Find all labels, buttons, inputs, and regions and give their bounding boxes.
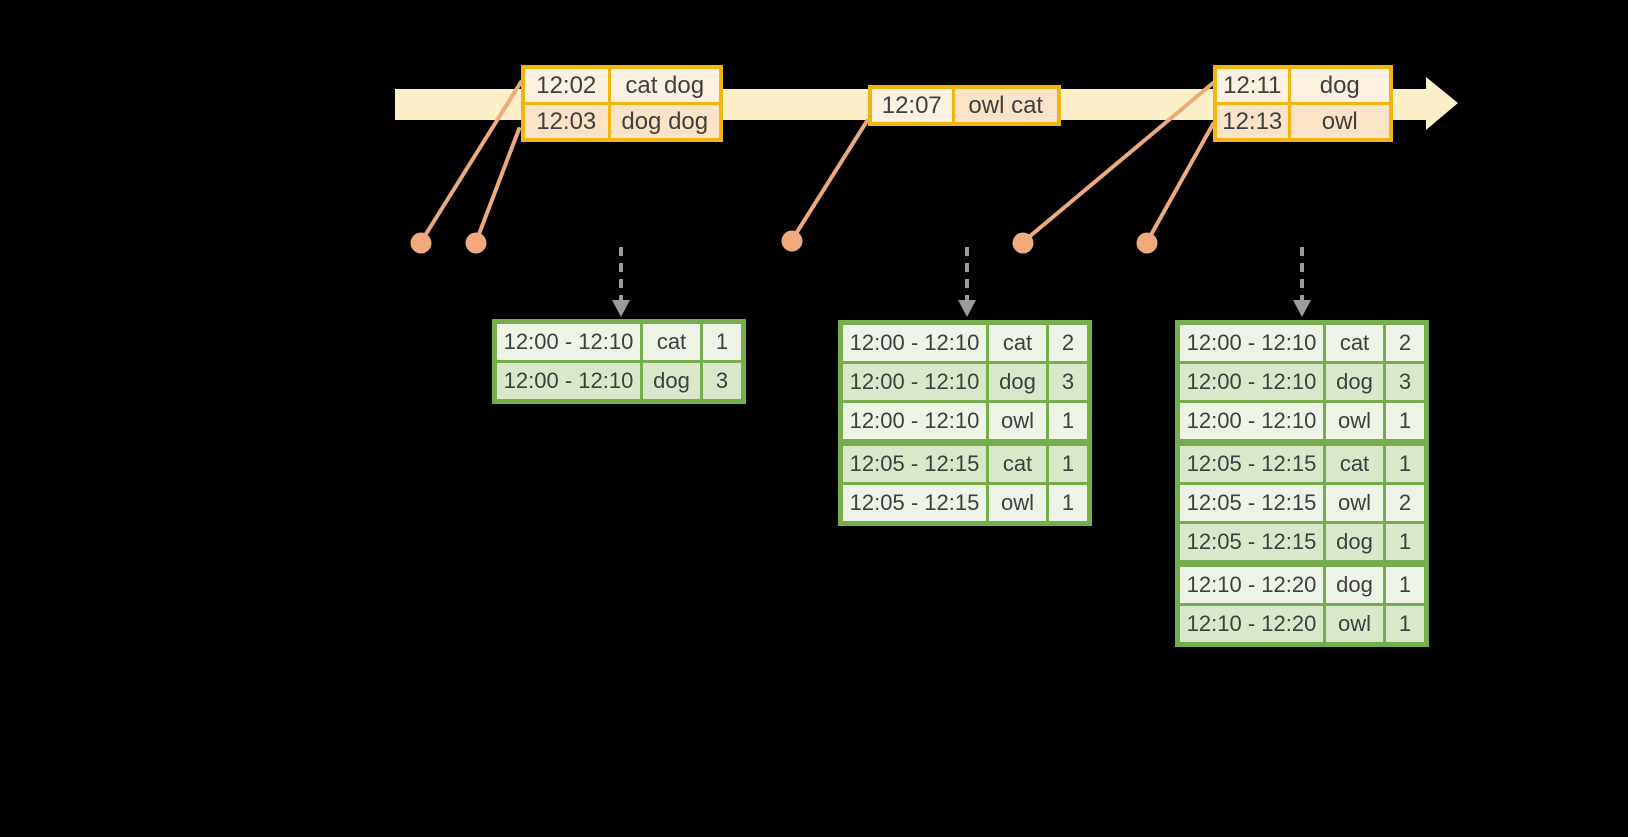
result-row: 12:00 - 12:10 dog 3: [1176, 361, 1428, 403]
result-row: 12:05 - 12:15 owl 2: [1176, 482, 1428, 524]
word-cell: owl: [1323, 603, 1386, 646]
window-cell: 12:00 - 12:10: [1176, 400, 1326, 444]
window-cell: 12:10 - 12:20: [1176, 560, 1326, 606]
word-cell: owl: [1323, 482, 1386, 524]
count-cell: 3: [1046, 361, 1091, 403]
count-cell: 2: [1383, 482, 1428, 524]
word-cell: cat: [1323, 439, 1386, 485]
result-table-1: 12:00 - 12:10 cat 1 12:00 - 12:10 dog 3: [492, 319, 746, 404]
result-row: 12:00 - 12:10 dog 3: [493, 360, 745, 403]
window-cell: 12:00 - 12:10: [1176, 361, 1326, 403]
window-cell: 12:00 - 12:10: [493, 360, 643, 403]
window-cell: 12:00 - 12:10: [1176, 321, 1326, 364]
event-words-cell: owl cat: [951, 85, 1061, 126]
window-cell: 12:00 - 12:10: [839, 321, 989, 364]
result-row: 12:00 - 12:10 owl 1: [1176, 400, 1428, 444]
count-cell: 3: [700, 360, 745, 403]
event-time-cell: 12:11: [1213, 65, 1291, 105]
word-cell: cat: [640, 320, 703, 363]
word-cell: owl: [1323, 400, 1386, 444]
event-time-dot: [781, 230, 803, 252]
result-row: 12:05 - 12:15 cat 1: [1176, 439, 1428, 485]
event-connector-line: [1145, 122, 1215, 244]
window-cell: 12:00 - 12:10: [839, 361, 989, 403]
window-cell: 12:05 - 12:15: [1176, 482, 1326, 524]
event-connector-line: [790, 119, 869, 242]
input-batch-table-2: 12:07 owl cat: [868, 85, 1061, 126]
word-cell: cat: [986, 321, 1049, 364]
event-time-dots: [410, 230, 1158, 254]
count-cell: 1: [700, 320, 745, 363]
input-event-row: 12:11 dog: [1213, 65, 1393, 105]
result-row: 12:00 - 12:10 owl 1: [839, 400, 1091, 444]
count-cell: 1: [1046, 482, 1091, 525]
event-time-cell: 12:03: [521, 102, 611, 142]
trigger-arrow-icon: [1293, 247, 1311, 317]
trigger-arrows: [612, 247, 1311, 317]
result-row: 12:00 - 12:10 dog 3: [839, 361, 1091, 403]
result-row: 12:05 - 12:15 dog 1: [1176, 521, 1428, 565]
event-time-dot: [465, 232, 487, 254]
word-cell: cat: [986, 439, 1049, 485]
event-time-cell: 12:02: [521, 65, 611, 105]
event-time-cell: 12:07: [868, 85, 955, 126]
word-cell: dog: [986, 361, 1049, 403]
input-event-row: 12:02 cat dog: [521, 65, 723, 105]
input-batch-table-3: 12:11 dog 12:13 owl: [1213, 65, 1393, 142]
count-cell: 1: [1046, 400, 1091, 444]
event-words-cell: owl: [1287, 102, 1393, 142]
count-cell: 3: [1383, 361, 1428, 403]
timeline-arrowhead-icon: [1426, 77, 1458, 130]
input-event-row: 12:07 owl cat: [868, 85, 1061, 126]
result-row: 12:00 - 12:10 cat 1: [493, 320, 745, 363]
result-row: 12:05 - 12:15 owl 1: [839, 482, 1091, 525]
event-time-dot: [410, 232, 432, 254]
result-row: 12:00 - 12:10 cat 2: [1176, 321, 1428, 364]
event-time-cell: 12:13: [1213, 102, 1291, 142]
event-connector-line: [419, 80, 523, 244]
event-connector-line: [474, 127, 521, 244]
window-cell: 12:10 - 12:20: [1176, 603, 1326, 646]
word-cell: dog: [1323, 361, 1386, 403]
trigger-arrow-icon: [958, 247, 976, 317]
result-row: 12:05 - 12:15 cat 1: [839, 439, 1091, 485]
event-words-cell: dog: [1287, 65, 1393, 105]
count-cell: 1: [1383, 521, 1428, 565]
word-cell: dog: [640, 360, 703, 403]
window-cell: 12:00 - 12:10: [493, 320, 643, 363]
count-cell: 2: [1046, 321, 1091, 364]
result-row: 12:10 - 12:20 dog 1: [1176, 560, 1428, 606]
event-words-cell: cat dog: [607, 65, 723, 105]
event-connector-lines: [419, 80, 1215, 244]
count-cell: 1: [1383, 439, 1428, 485]
word-cell: owl: [986, 400, 1049, 444]
count-cell: 1: [1383, 560, 1428, 606]
input-event-row: 12:03 dog dog: [521, 102, 723, 142]
window-cell: 12:05 - 12:15: [1176, 439, 1326, 485]
word-cell: dog: [1323, 560, 1386, 606]
window-cell: 12:05 - 12:15: [839, 482, 989, 525]
word-cell: dog: [1323, 521, 1386, 565]
word-cell: cat: [1323, 321, 1386, 364]
window-cell: 12:00 - 12:10: [839, 400, 989, 444]
count-cell: 1: [1046, 439, 1091, 485]
count-cell: 1: [1383, 400, 1428, 444]
result-table-3: 12:00 - 12:10 cat 2 12:00 - 12:10 dog 3 …: [1175, 320, 1429, 647]
event-time-dot: [1012, 232, 1034, 254]
count-cell: 1: [1383, 603, 1428, 646]
window-cell: 12:05 - 12:15: [839, 439, 989, 485]
event-time-dot: [1136, 232, 1158, 254]
input-event-row: 12:13 owl: [1213, 102, 1393, 142]
word-cell: owl: [986, 482, 1049, 525]
event-connector-line: [1021, 81, 1215, 244]
result-row: 12:10 - 12:20 owl 1: [1176, 603, 1428, 646]
event-words-cell: dog dog: [607, 102, 723, 142]
window-cell: 12:05 - 12:15: [1176, 521, 1326, 565]
result-row: 12:00 - 12:10 cat 2: [839, 321, 1091, 364]
count-cell: 2: [1383, 321, 1428, 364]
trigger-arrow-icon: [612, 247, 630, 317]
result-table-2: 12:00 - 12:10 cat 2 12:00 - 12:10 dog 3 …: [838, 320, 1092, 526]
input-batch-table-1: 12:02 cat dog 12:03 dog dog: [521, 65, 723, 142]
